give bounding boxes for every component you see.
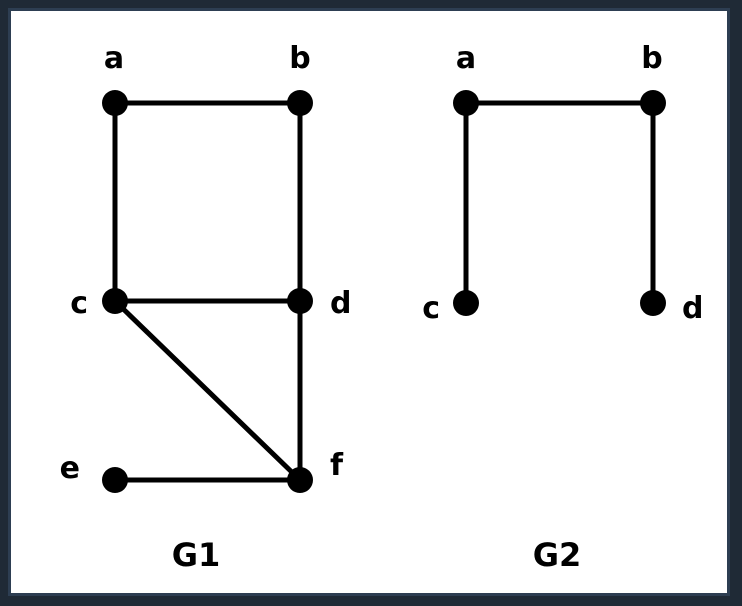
g2-vertex-d (640, 290, 666, 316)
graph-g1-title: G1 (172, 536, 221, 574)
g1-vertex-label-b: b (289, 41, 310, 76)
graph-g2: a b c d (422, 41, 703, 326)
g1-vertex-label-d: d (330, 286, 351, 321)
g1-vertex-e (102, 467, 128, 493)
g2-vertex-c (453, 290, 479, 316)
graph-g2-title: G2 (533, 536, 582, 574)
g2-vertex-label-d: d (682, 291, 703, 326)
g1-vertex-label-a: a (104, 41, 124, 76)
g1-vertex-a (102, 90, 128, 116)
g1-vertex-d (287, 288, 313, 314)
graph-g1: a b c d e f (60, 41, 351, 493)
g2-vertex-label-c: c (422, 291, 440, 326)
g1-vertex-label-c: c (70, 286, 88, 321)
g1-vertex-label-f: f (330, 448, 344, 483)
g2-vertex-label-a: a (456, 41, 476, 76)
g1-vertex-f (287, 467, 313, 493)
g1-vertex-c (102, 288, 128, 314)
g1-vertex-label-e: e (60, 451, 80, 486)
g2-vertex-b (640, 90, 666, 116)
g1-vertex-b (287, 90, 313, 116)
g1-edge-c-f (112, 298, 303, 483)
g2-vertex-label-b: b (641, 41, 662, 76)
g2-vertex-a (453, 90, 479, 116)
